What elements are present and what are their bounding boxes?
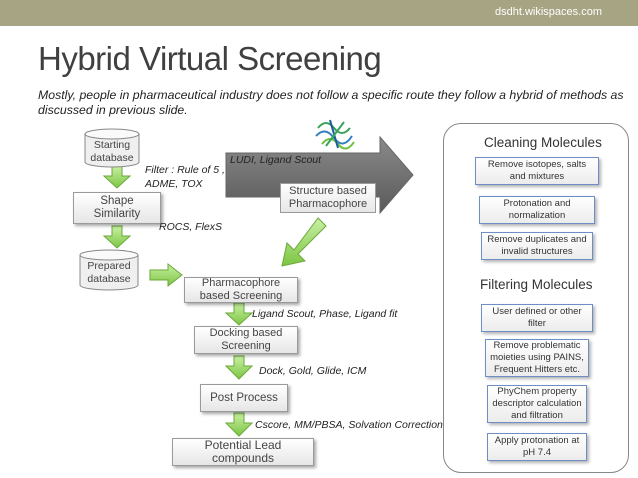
cleaning-step-1: Remove isotopes, salts and mixtures: [475, 157, 599, 185]
slide-subtitle: Mostly, people in pharmaceutical industr…: [38, 88, 624, 117]
rocs-note: ROCS, FlexS: [159, 221, 223, 233]
cleaning-step-2: Protonation and normalization: [479, 196, 595, 224]
arrow-shape-to-prepared: [102, 225, 132, 249]
starting-database: Starting database: [83, 128, 141, 168]
slide-title: Hybrid Virtual Screening: [38, 40, 382, 77]
structure-label-1: Structure based: [289, 185, 367, 197]
hidden-note: LUDI, Ligand Scout: [230, 154, 322, 166]
docking-label-1: Docking based: [209, 327, 283, 339]
prepared-db-label-1: Prepared: [87, 260, 131, 272]
top-bar: [0, 0, 638, 26]
lead-label: Potential Lead compounds: [204, 438, 282, 465]
filtering-step-1: User defined or other filter: [481, 304, 593, 332]
post-process-box: Post Process: [200, 384, 288, 412]
filtering-step-4: Apply protonation at pH 7.4: [487, 433, 587, 461]
potential-lead-box: Potential Lead compounds: [172, 438, 314, 466]
starting-db-label-1: Starting: [93, 139, 131, 151]
shape-label-1: Shape: [100, 195, 134, 207]
shape-similarity-box: Shape Similarity: [73, 192, 161, 224]
arrow-structure-to-pharma: [281, 217, 327, 267]
cleaning-title: Cleaning Molecules: [484, 135, 602, 150]
filter-note-1: Filter : Rule of 5 ,: [145, 164, 225, 176]
post-label: Post Process: [210, 391, 278, 404]
pharma-label-1: Pharmacophore: [201, 277, 281, 289]
arrow-start-to-shape: [102, 165, 132, 189]
filtering-step-2: Remove problematic moieties using PAINS,…: [485, 339, 589, 377]
structure-pharmacophore-box: Structure based Pharmacophore: [280, 183, 376, 213]
filter-note-2: ADME, TOX: [145, 178, 203, 190]
ligand-note: Ligand Scout, Phase, Ligand fit: [252, 308, 398, 320]
dock-note: Dock, Gold, Glide, ICM: [259, 365, 367, 377]
cleaning-step-3: Remove duplicates and invalid structures: [481, 232, 593, 260]
arrow-prepared-to-pharma: [149, 262, 183, 288]
protein-structure-icon: [315, 119, 355, 150]
shape-label-2: Similarity: [93, 208, 141, 220]
site-url: dsdht.wikispaces.com: [495, 6, 602, 18]
arrow-post-to-lead: [224, 412, 254, 437]
filtering-title: Filtering Molecules: [480, 277, 593, 292]
prepared-db-label-2: database: [87, 273, 131, 285]
arrow-pharma-to-docking: [224, 302, 254, 326]
arrow-docking-to-post: [224, 355, 254, 380]
cscore-note: Cscore, MM/PBSA, Solvation Corrections: [255, 419, 449, 431]
filtering-step-3: PhyChem property descriptor calculation …: [487, 385, 587, 423]
docking-screening-box: Docking based Screening: [194, 326, 298, 354]
prepared-database: Prepared database: [78, 249, 140, 291]
structure-label-2: Pharmacophore: [288, 198, 368, 210]
starting-db-label-2: database: [90, 152, 134, 164]
pharmacophore-screening-box: Pharmacophore based Screening: [184, 277, 298, 303]
docking-label-2: Screening: [221, 340, 271, 352]
pharma-label-2: based Screening: [199, 290, 283, 302]
